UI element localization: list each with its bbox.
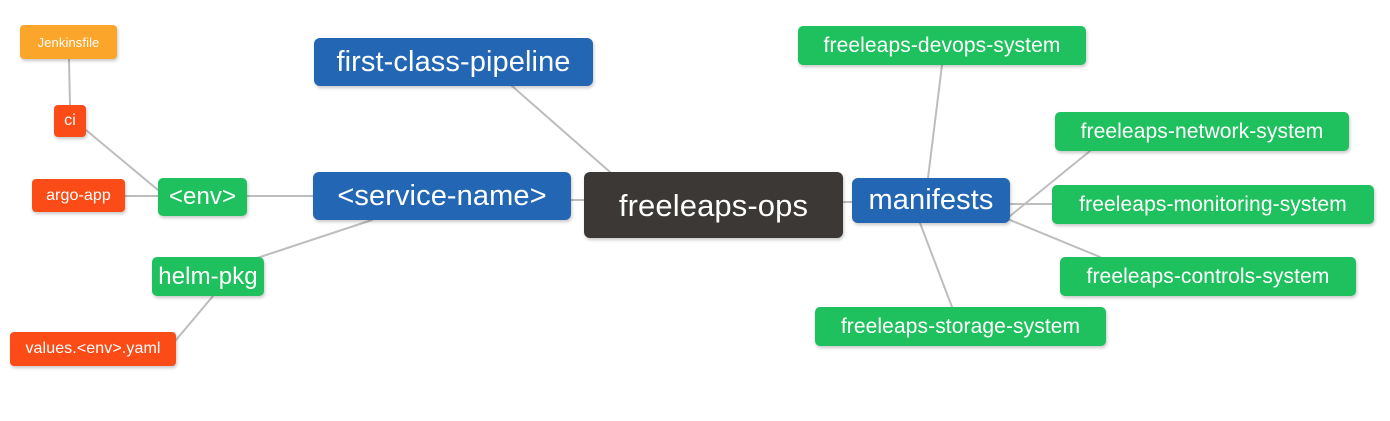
edge-values-env-yaml-to-helm-pkg — [175, 295, 214, 341]
node-freeleaps-ops[interactable]: freeleaps-ops — [584, 172, 843, 238]
node-label-ci: ci — [64, 112, 76, 129]
node-label-service-name: <service-name> — [337, 179, 547, 212]
node-label-env: <env> — [168, 183, 237, 210]
node-label-jenkinsfile: Jenkinsfile — [37, 34, 100, 50]
node-helm-pkg[interactable]: helm-pkg — [152, 257, 264, 296]
node-argo-app[interactable]: argo-app — [32, 179, 125, 212]
node-label-argo-app: argo-app — [46, 186, 111, 204]
node-label-first-class-pipeline: first-class-pipeline — [336, 45, 571, 78]
edge-manifests-to-freeleaps-controls-system — [1009, 219, 1101, 258]
node-manifests[interactable]: manifests — [852, 178, 1010, 223]
node-label-helm-pkg: helm-pkg — [158, 262, 258, 290]
edge-first-class-pipeline-to-freeleaps-ops — [511, 85, 611, 173]
node-jenkinsfile[interactable]: Jenkinsfile — [20, 25, 117, 59]
node-freeleaps-monitoring-system[interactable]: freeleaps-monitoring-system — [1052, 185, 1374, 224]
node-ci[interactable]: ci — [54, 105, 86, 137]
node-freeleaps-network-system[interactable]: freeleaps-network-system — [1055, 112, 1349, 151]
node-label-freeleaps-devops-system: freeleaps-devops-system — [823, 34, 1061, 57]
node-label-values-env-yaml: values.<env>.yaml — [25, 340, 161, 357]
node-label-freeleaps-ops: freeleaps-ops — [618, 187, 809, 223]
edge-helm-pkg-to-service-name — [244, 219, 373, 263]
node-label-manifests: manifests — [868, 184, 994, 216]
node-values-env-yaml[interactable]: values.<env>.yaml — [10, 332, 176, 366]
node-label-freeleaps-controls-system: freeleaps-controls-system — [1086, 265, 1330, 288]
node-first-class-pipeline[interactable]: first-class-pipeline — [314, 38, 593, 86]
node-label-freeleaps-storage-system: freeleaps-storage-system — [840, 315, 1081, 338]
edge-freeleaps-devops-system-to-manifests — [927, 64, 943, 179]
edge-manifests-to-freeleaps-storage-system — [919, 222, 953, 308]
node-freeleaps-storage-system[interactable]: freeleaps-storage-system — [815, 307, 1106, 346]
node-freeleaps-controls-system[interactable]: freeleaps-controls-system — [1060, 257, 1356, 296]
node-service-name[interactable]: <service-name> — [313, 172, 571, 220]
node-freeleaps-devops-system[interactable]: freeleaps-devops-system — [798, 26, 1086, 65]
edge-jenkinsfile-to-ci — [68, 58, 71, 106]
node-env[interactable]: <env> — [158, 178, 247, 216]
node-label-freeleaps-monitoring-system: freeleaps-monitoring-system — [1079, 193, 1347, 216]
node-label-freeleaps-network-system: freeleaps-network-system — [1080, 120, 1324, 143]
